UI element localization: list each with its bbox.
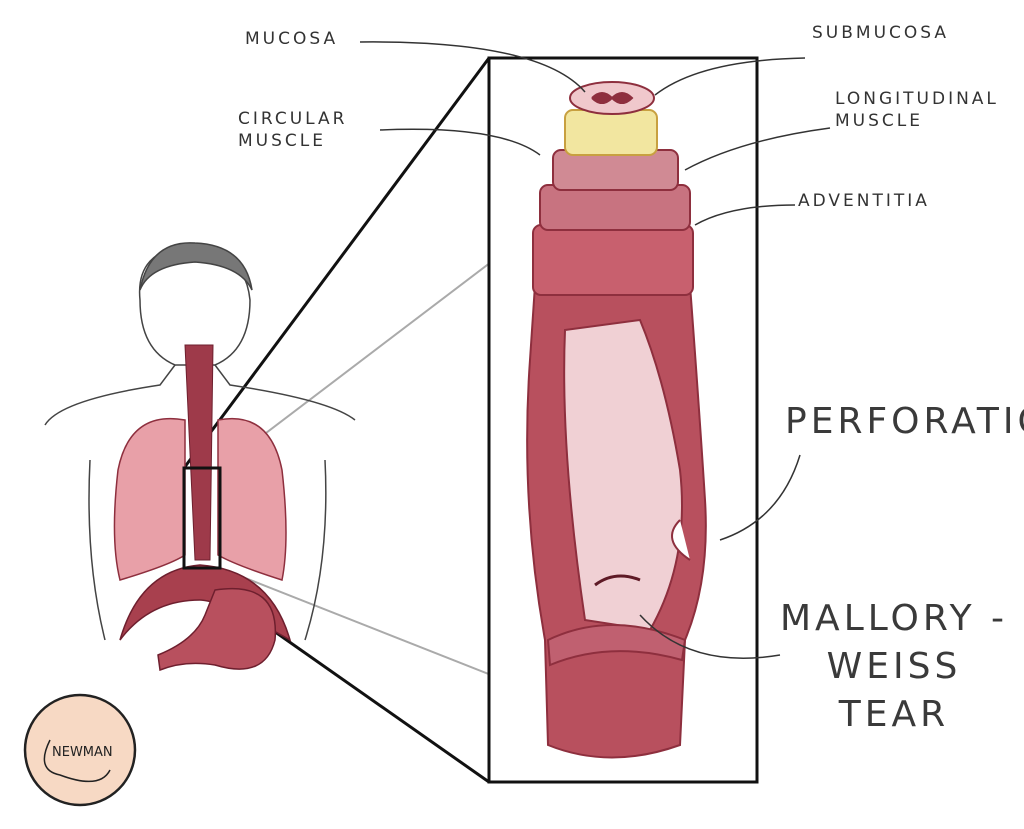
label-perforation: PERFORATION bbox=[785, 401, 1024, 442]
logo-signature bbox=[43, 739, 111, 783]
logo-badge bbox=[23, 693, 137, 807]
diaphragm-stomach bbox=[119, 564, 292, 672]
label-submucosa: SUBMUCOSA bbox=[812, 23, 949, 43]
esophagus-small bbox=[184, 344, 214, 561]
label-circular-muscle: CIRCULAR MUSCLE bbox=[238, 109, 348, 151]
label-mallory-weiss-tear: MALLORY - WEISS TEAR bbox=[780, 598, 1008, 735]
label-longitudinal-muscle: LONGITUDINAL MUSCLE bbox=[835, 89, 999, 131]
zoom-box-small bbox=[182, 466, 222, 570]
logo-text: NEWMAN bbox=[52, 745, 113, 760]
label-adventitia: ADVENTITIA bbox=[798, 191, 930, 211]
esophagus-cutaway bbox=[526, 81, 707, 759]
human-figure bbox=[44, 242, 356, 641]
lungs bbox=[113, 417, 287, 581]
label-arrows bbox=[359, 41, 831, 659]
label-mucosa: MUCOSA bbox=[245, 29, 339, 49]
